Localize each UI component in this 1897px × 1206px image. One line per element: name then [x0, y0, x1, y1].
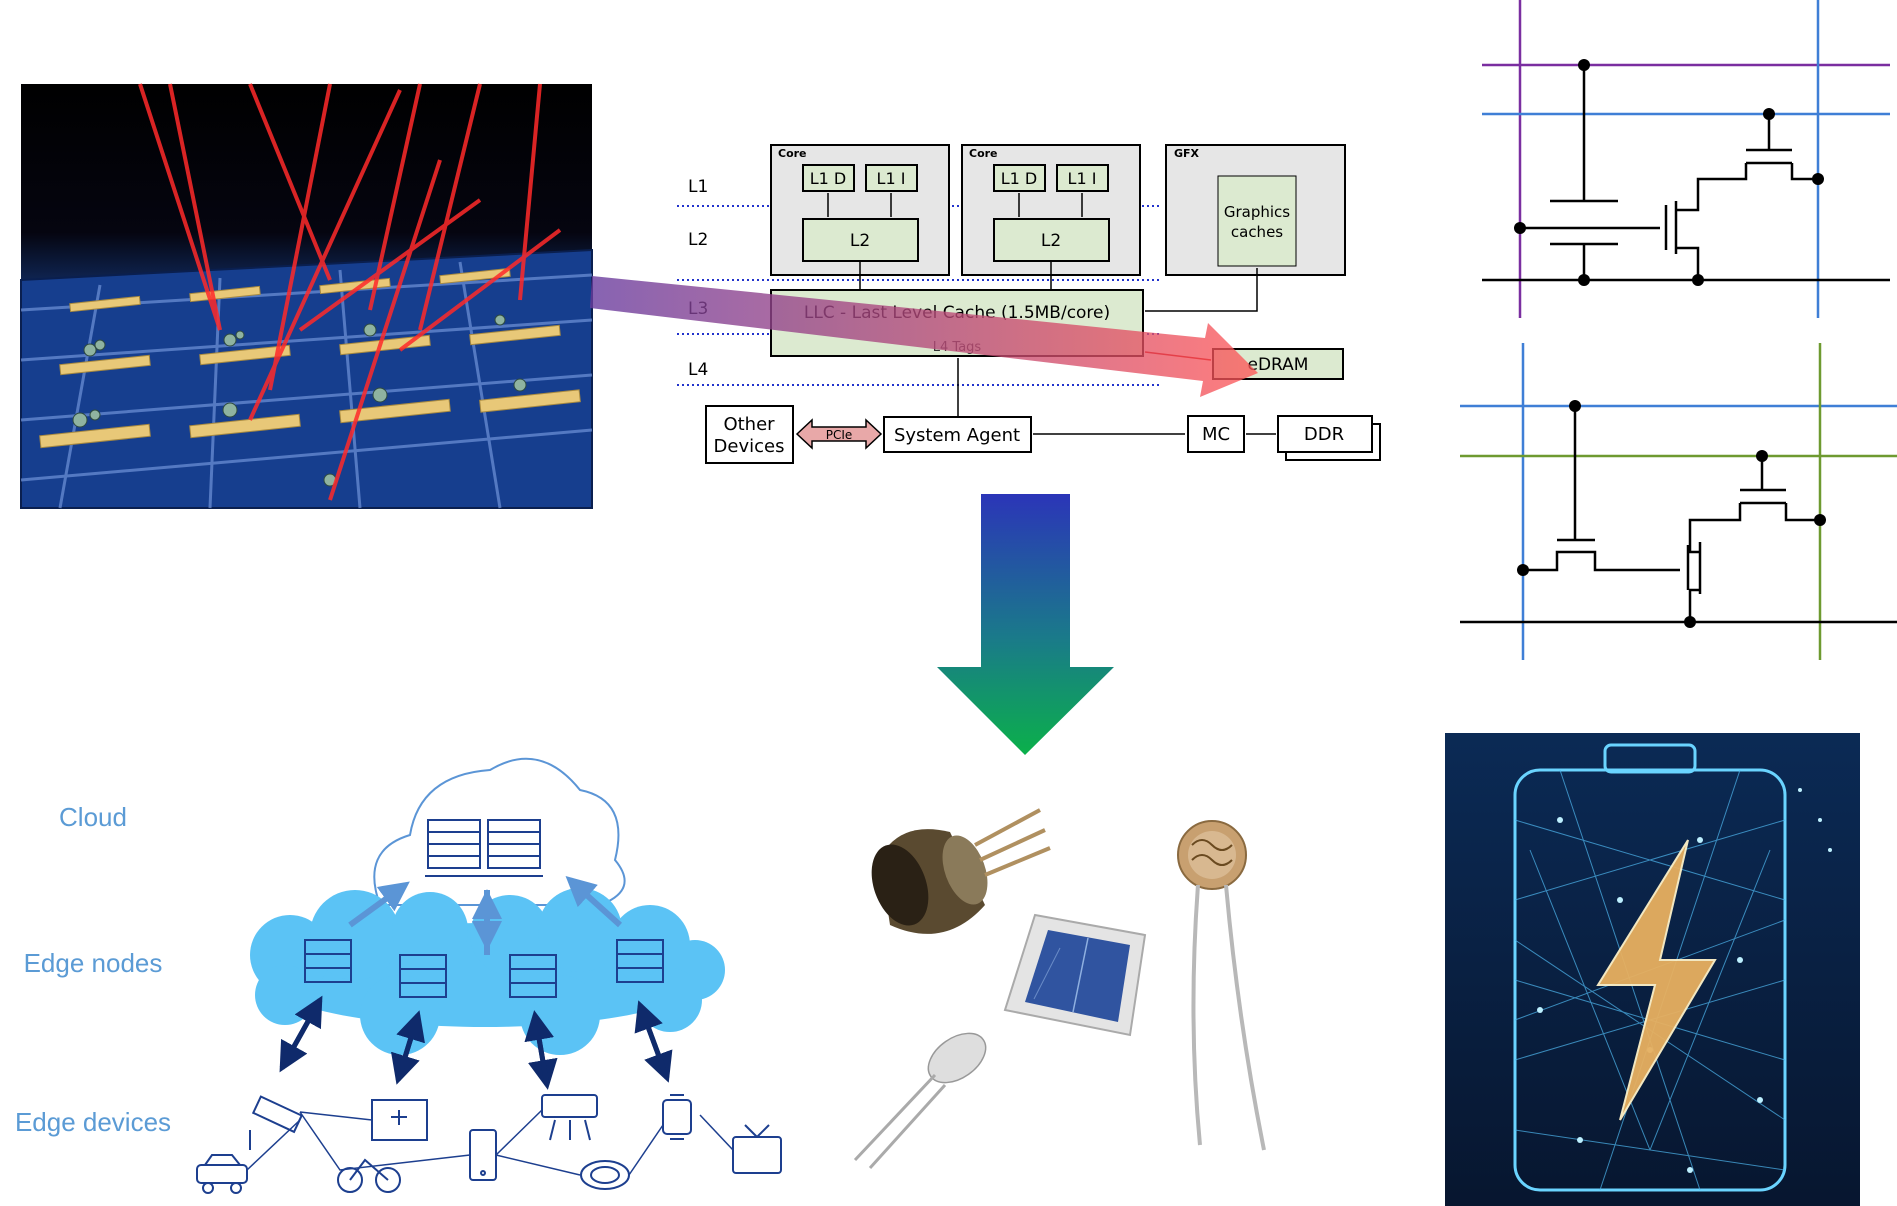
core-1-l1d: L1 D [810, 169, 847, 188]
core-2-l1i: L1 I [1068, 169, 1097, 188]
node-device-arrows [279, 995, 673, 1090]
core-1-l1i: L1 I [877, 169, 906, 188]
cloud-icon [373, 757, 626, 906]
system-agent-label: System Agent [894, 425, 1020, 446]
pcie-label: PCIe [826, 428, 853, 442]
bike-icon [337, 1158, 401, 1193]
taxi-icon [196, 1154, 248, 1194]
circuit-lower [1460, 343, 1897, 660]
camera-icon [249, 1095, 303, 1150]
photodiode-can [871, 808, 1051, 934]
level-l1: L1 [688, 177, 708, 197]
cloud-node-arrows [348, 875, 623, 955]
circuit-upper [1482, 0, 1890, 318]
pcie-link: PCIe [795, 418, 883, 450]
system-agent-box: System Agent [883, 416, 1032, 453]
edge-device-icons [196, 1094, 782, 1194]
gfx-box: GFX Graphics caches [1145, 144, 1346, 312]
phone-icon [469, 1129, 497, 1181]
optoelectronic-components-image [853, 808, 1266, 1170]
air-conditioner-icon [541, 1094, 598, 1141]
smartwatch-icon [662, 1094, 692, 1140]
level-l4: L4 [688, 360, 708, 380]
gfx-label: GFX [1174, 147, 1200, 160]
wireframe-battery-image [1445, 733, 1860, 1206]
solar-cell [1003, 913, 1147, 1037]
other-devices-line2: Devices [714, 436, 785, 457]
down-arrow-icon [937, 494, 1114, 755]
graphics-caches-line2: caches [1231, 223, 1283, 241]
ddr-box: DDR [1277, 415, 1381, 461]
mc-box: MC [1187, 415, 1245, 453]
graphics-caches-line1: Graphics [1224, 203, 1290, 221]
ddr-label: DDR [1304, 424, 1344, 445]
edge-node-servers [304, 939, 664, 998]
other-devices-line1: Other [723, 414, 775, 435]
other-devices-box: Other Devices [705, 405, 794, 464]
diagonal-arrow [590, 276, 1258, 397]
mc-label: MC [1202, 424, 1230, 445]
laser-lattice-image [20, 83, 593, 509]
edge-nodes-cloud [250, 888, 725, 1055]
edram-label: eDRAM [1248, 355, 1309, 375]
core-2-l1d: L1 D [1001, 169, 1038, 188]
core-box-2: Core L1 D L1 I L2 [961, 144, 1141, 290]
core-1-label: Core [778, 147, 807, 160]
photoresistor [1177, 820, 1266, 1151]
lightning-bolt-icon [1596, 839, 1717, 1121]
transistor-circuit-diagram [1460, 0, 1897, 660]
core-2-l2: L2 [1041, 231, 1061, 251]
core-box-1: Core L1 D L1 I L2 [770, 144, 950, 290]
edge-devices-label: Edge devices [15, 1107, 171, 1137]
core-2-label: Core [969, 147, 998, 160]
core-1-l2: L2 [850, 231, 870, 251]
level-l2: L2 [688, 230, 708, 250]
cloud-label: Cloud [59, 802, 127, 832]
tv-icon [732, 1124, 782, 1174]
hospital-icon [371, 1099, 428, 1141]
edge-computing-diagram: Cloud Edge nodes Edge devices [15, 757, 782, 1194]
edge-nodes-label: Edge nodes [24, 948, 163, 978]
robot-vacuum-icon [580, 1160, 630, 1190]
led [853, 1032, 987, 1170]
